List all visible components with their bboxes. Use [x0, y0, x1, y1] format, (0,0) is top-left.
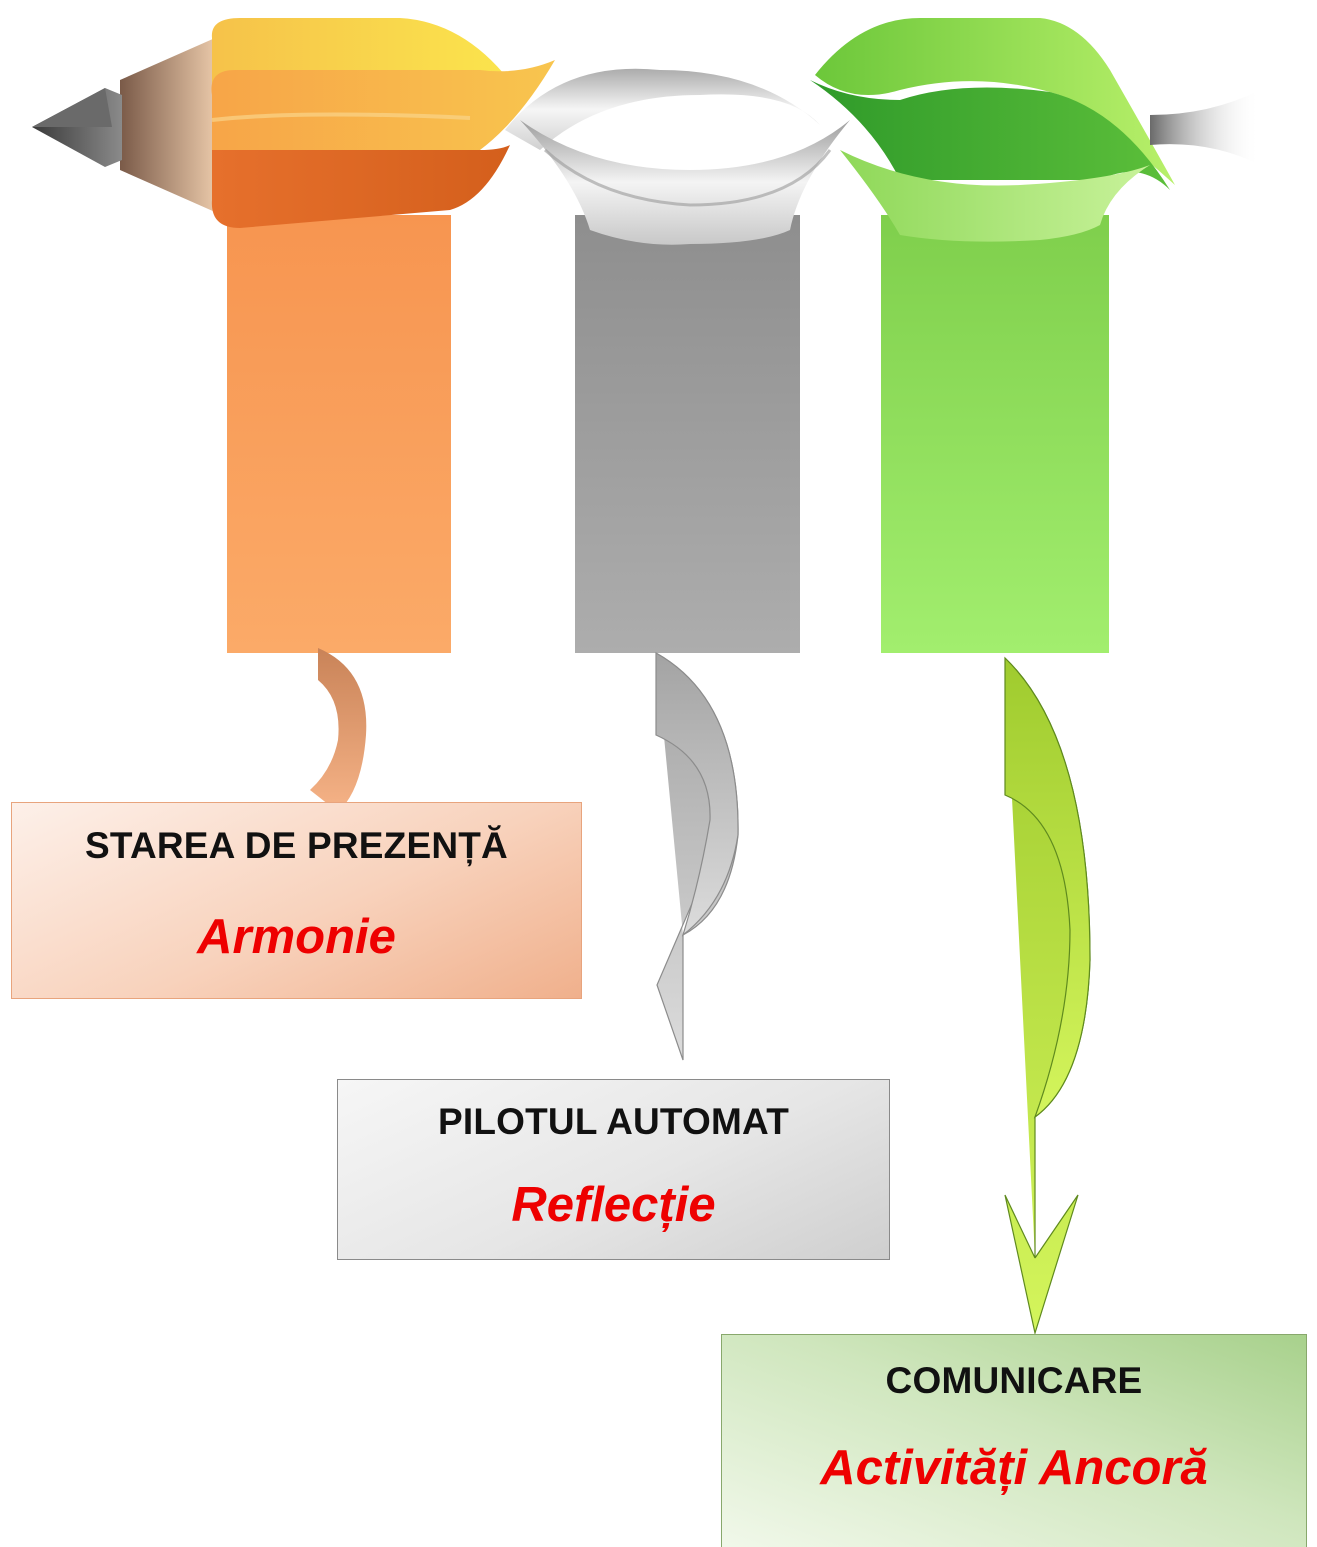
- step-title: PILOTUL AUTOMAT: [437, 1101, 790, 1142]
- pencil-body-green: [810, 18, 1175, 242]
- green-bar: [881, 215, 1109, 653]
- curved-arrow-gray-body: [655, 651, 739, 937]
- step-subtitle: Armonie: [197, 910, 396, 964]
- step-title: COMUNICARE: [885, 1360, 1143, 1401]
- pencil-tip-icon: [32, 38, 215, 212]
- step-box-comunicare: COMUNICARE Activități Ancoră: [721, 1334, 1307, 1547]
- step-title: STAREA DE PREZENȚĂ: [85, 825, 508, 866]
- pencil-tail: [1150, 90, 1260, 165]
- step-subtitle: Activități Ancoră: [820, 1441, 1208, 1495]
- curved-arrow-orange: [310, 648, 367, 812]
- step-box-starea-de-prezenta: STAREA DE PREZENȚĂ Armonie: [11, 802, 582, 999]
- orange-bar: [227, 215, 451, 653]
- pencil-body-orange: [211, 18, 555, 228]
- step-box-pilotul-automat: PILOTUL AUTOMAT Reflecție: [337, 1079, 890, 1260]
- gray-bar: [575, 215, 800, 653]
- step-subtitle: Reflecție: [511, 1178, 716, 1232]
- curved-arrow-green-body: [1004, 656, 1091, 1119]
- pencil-body-silver: [505, 68, 850, 245]
